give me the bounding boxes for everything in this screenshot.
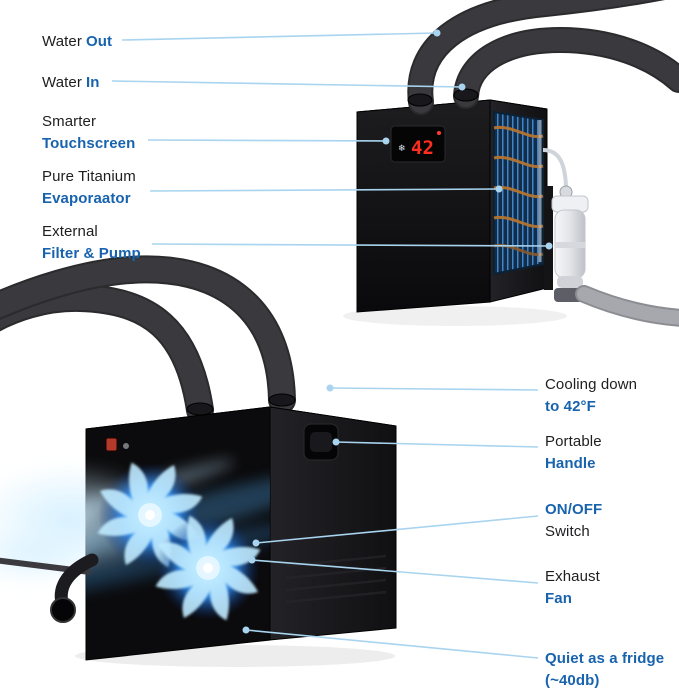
- water-hoses-bottom: [0, 255, 296, 424]
- pump-hose: [577, 287, 679, 325]
- switch-detail: [123, 443, 129, 449]
- fan-glow-group: [0, 459, 270, 621]
- label-cooling: Cooling down to 42°F: [545, 374, 637, 418]
- water-in-hose: [455, 28, 679, 107]
- filter-bracket: [544, 186, 553, 290]
- label-line: Pure Titanium: [42, 168, 136, 185]
- callout-line: [255, 515, 539, 544]
- callout-line: [121, 32, 438, 41]
- display-indicator-dot: [437, 131, 441, 135]
- callout-dot: [242, 626, 250, 634]
- display-bezel: [390, 125, 446, 163]
- filter-pump-assembly: [542, 148, 679, 327]
- label-line: Fan: [545, 589, 572, 607]
- top-unit: ❄ 42: [343, 0, 679, 327]
- snowflake-icon: ❄: [398, 144, 406, 154]
- callout-dot: [382, 137, 390, 145]
- display-temperature: 42: [411, 137, 434, 159]
- label-line: Filter & Pump: [42, 244, 141, 262]
- label-line: Switch: [545, 522, 590, 540]
- label-filter-pump: External Filter & Pump: [42, 221, 141, 265]
- label-evaporator: Pure Titanium Evaporaator: [42, 166, 136, 210]
- label-line: Exhaust: [545, 568, 600, 585]
- callout-dot: [458, 83, 466, 91]
- filter-cap: [557, 276, 583, 288]
- power-switch: [105, 437, 129, 452]
- callout-dot: [495, 185, 503, 193]
- label-handle: Portable Handle: [545, 431, 602, 475]
- callout-line: [111, 80, 463, 88]
- portable-handle: [303, 423, 339, 461]
- handle-slot: [310, 432, 332, 452]
- callout-dot: [332, 438, 340, 446]
- label-line: to 42°F: [545, 397, 596, 415]
- label-line: ON/OFF: [545, 501, 603, 518]
- top-unit-shadow: [343, 306, 567, 326]
- water-hoses-top: [407, 0, 679, 115]
- filter-band: [555, 242, 585, 248]
- callout-line: [149, 188, 500, 192]
- callout-line: [251, 559, 539, 584]
- label-touchscreen: Smarter Touchscreen: [42, 111, 135, 155]
- hose: [0, 257, 294, 412]
- hose-nut: [186, 402, 214, 416]
- temperature-display: ❄ 42: [390, 125, 446, 163]
- water-out-hose: [409, 0, 655, 113]
- chiller-artwork: ❄ 42: [0, 0, 679, 667]
- callout-dot: [252, 539, 260, 547]
- callout-line: [329, 387, 539, 391]
- hose-nut: [453, 88, 479, 102]
- callouts: [111, 29, 553, 659]
- callout-line: [335, 441, 539, 448]
- label-switch: ON/OFF Switch: [545, 499, 602, 543]
- label-line: Quiet as a fridge: [545, 650, 665, 667]
- label-line: Touchscreen: [42, 134, 136, 152]
- callout-line: [151, 243, 550, 247]
- label-line: Portable: [545, 433, 602, 450]
- label-line: Handle: [545, 454, 596, 472]
- hose-nut: [407, 93, 433, 107]
- callout-line: [245, 629, 539, 659]
- label-line: External: [42, 223, 98, 240]
- filter-inlet-pipe: [542, 148, 568, 187]
- label-fan: Exhaust Fan: [545, 566, 600, 610]
- label-line: Smarter: [42, 113, 97, 130]
- valve-cap: [50, 597, 76, 623]
- label-line: (~40db): [545, 671, 600, 689]
- callout-line: [147, 139, 387, 142]
- bottom-unit: [0, 255, 397, 667]
- label-line: Evaporaator: [42, 189, 131, 207]
- callout-dot: [248, 556, 256, 564]
- label-line: Cooling down: [545, 376, 638, 393]
- callout-dot: [326, 384, 334, 392]
- condenser-coils: [493, 110, 544, 276]
- callout-dot: [545, 242, 553, 250]
- callout-dot: [433, 29, 441, 37]
- hose-nut: [268, 393, 296, 407]
- switch-rocker: [105, 437, 118, 452]
- drain-valve: [0, 553, 99, 623]
- label-quiet: Quiet as a fridge (~40db): [545, 648, 664, 692]
